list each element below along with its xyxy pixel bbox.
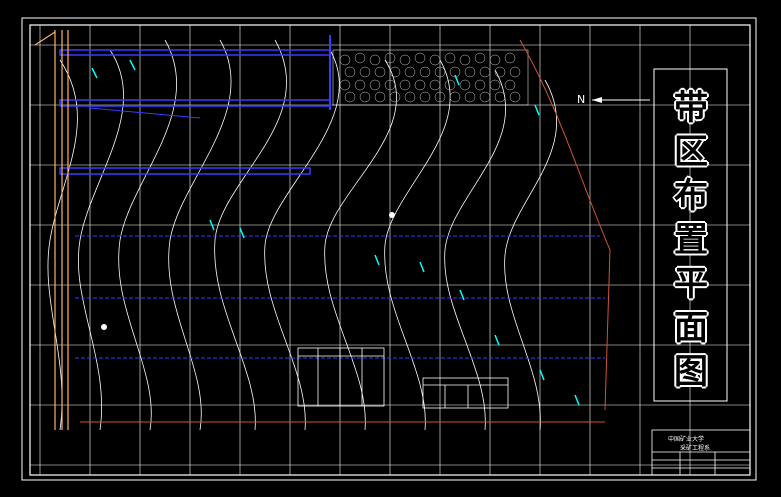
drawing-title-char-4: 置 <box>674 220 708 260</box>
annotation-marks <box>91 59 580 406</box>
outer-frame <box>21 17 757 481</box>
coordinate-grid <box>30 25 750 475</box>
main-shaft-boundary <box>34 30 69 430</box>
north-arrow-head <box>592 97 602 103</box>
drawing-title-char-3: 布 <box>674 176 708 216</box>
north-label: N <box>577 93 586 106</box>
drawing-title-char-6: 面 <box>674 308 708 348</box>
drawing-title-char-7: 图 <box>674 352 708 392</box>
fault-line <box>80 39 611 423</box>
title-block <box>651 429 751 476</box>
title-block-line-1: 中国矿业大学 <box>668 436 705 443</box>
title-block-line-2: 采矿工程系 <box>680 445 711 452</box>
legend-table <box>297 347 385 407</box>
borehole-point <box>101 324 107 330</box>
drawing-title-char-1: 带 <box>674 88 708 128</box>
drawing-title-char-2: 区 <box>674 132 708 172</box>
title-box <box>653 68 728 402</box>
goaf-area <box>332 49 529 106</box>
drawing-title-char-5: 平 <box>674 264 708 304</box>
roadways <box>59 35 605 359</box>
technical-table <box>422 377 509 409</box>
borehole-point <box>389 212 395 218</box>
